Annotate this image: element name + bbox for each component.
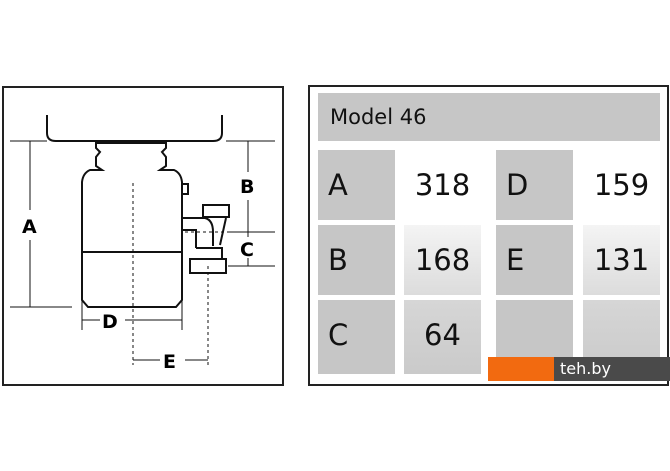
watermark-text: teh.by (554, 357, 670, 381)
dim-value-a: 318 (414, 168, 471, 202)
watermark-logo (488, 357, 554, 381)
diagram-frame (2, 86, 284, 386)
dimensions-table-frame (308, 85, 669, 386)
label-c: C (240, 239, 254, 261)
model-title: Model 46 (318, 93, 660, 141)
disposer-diagram: A B C D E (10, 115, 275, 373)
dim-value-b: 168 (404, 225, 481, 295)
dim-label-b: B (318, 225, 395, 295)
label-d: D (102, 311, 118, 333)
dim-label-e: E (496, 225, 573, 295)
dim-value-c: 64 (404, 300, 481, 374)
dim-value-d: 159 (593, 168, 650, 202)
drain-inlet (202, 204, 230, 218)
sink-outline (46, 115, 223, 142)
label-b: B (240, 176, 254, 198)
dim-label-d: D (496, 150, 573, 220)
dim-label-c: C (318, 300, 395, 374)
dim-label-a: A (318, 150, 395, 220)
label-a: A (22, 216, 37, 238)
label-e: E (163, 351, 176, 373)
disposer-body (81, 142, 183, 253)
dim-value-e: 131 (583, 225, 660, 295)
